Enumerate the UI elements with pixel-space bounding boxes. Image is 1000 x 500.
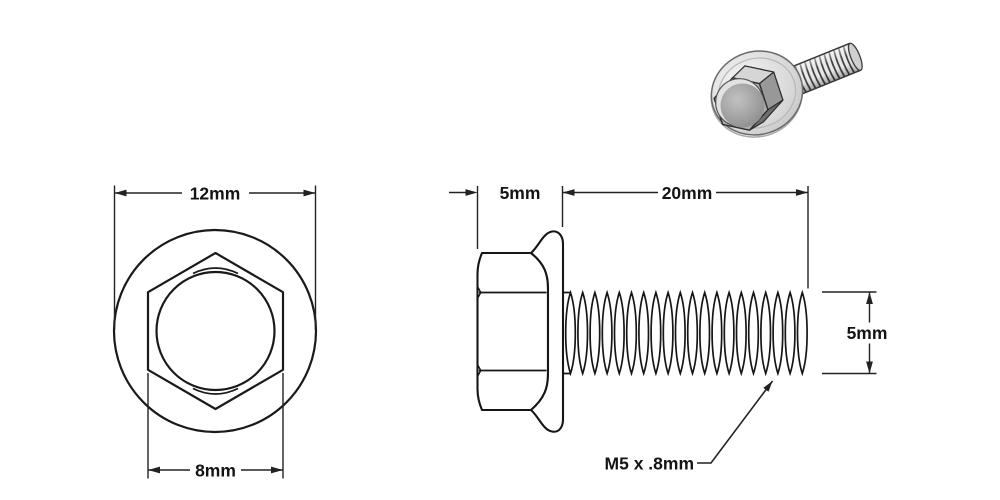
arrowhead-left [114, 189, 127, 197]
thread-spec-callout: M5 x .8mm [605, 380, 774, 474]
arrowhead-right [271, 466, 283, 474]
bearing-face-3d [720, 83, 765, 128]
arrowhead-up [866, 292, 873, 304]
extension-lines [113, 185, 317, 330]
arrowhead-left [562, 189, 575, 196]
arrowhead-left [465, 189, 478, 196]
arrowhead-left [148, 466, 160, 474]
bolt-3d-illustration [710, 42, 863, 138]
dim-label-hex-width: 8mm [195, 461, 236, 481]
dim-thread-length: 20mm [562, 183, 809, 289]
hex-chamfer-arcs [192, 267, 239, 395]
extension-lines [822, 291, 877, 375]
flange-profile [529, 230, 565, 433]
top-view: 12mm 8mm [112, 184, 318, 481]
dim-thread-diameter: 5mm [822, 291, 888, 375]
leader-arrowhead [763, 381, 773, 392]
arrowhead-right [303, 189, 316, 197]
dim-flange-diameter: 12mm [113, 184, 317, 330]
arrowhead-down [866, 361, 873, 374]
hex-head-profile [476, 251, 550, 412]
dim-label-head-height: 5mm [500, 183, 541, 203]
dim-label-thread-diameter: 5mm [847, 323, 888, 343]
dim-label-thread-length: 20mm [662, 183, 713, 203]
thread-spec-label: M5 x .8mm [605, 454, 694, 474]
side-view: 5mm 20mm 5mm M5 x .8mm [449, 183, 887, 474]
thread-shoulder-lines [563, 291, 571, 375]
inner-circle [155, 270, 276, 392]
arrowhead-right [796, 189, 808, 196]
hex-corner-notches [476, 286, 482, 377]
extension-lines [147, 373, 284, 479]
hex-facet-lines [479, 291, 547, 372]
dim-label-flange-diameter: 12mm [190, 184, 241, 204]
dim-hex-width: 8mm [147, 373, 284, 481]
leader-line [697, 380, 774, 464]
thread-profile [566, 293, 815, 374]
